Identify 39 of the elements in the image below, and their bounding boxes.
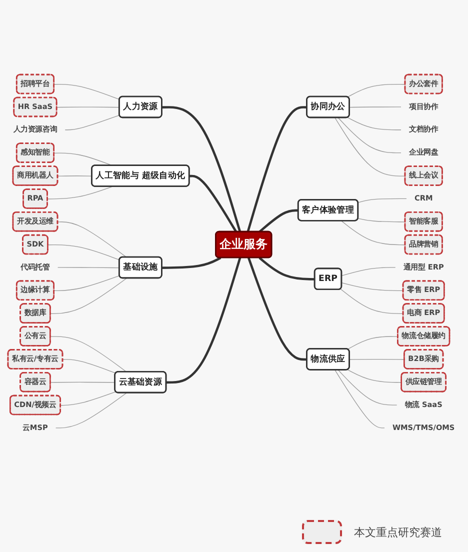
connector <box>341 282 404 292</box>
connector <box>56 106 120 108</box>
connector <box>50 382 116 383</box>
connector <box>248 257 308 361</box>
connector <box>50 278 127 314</box>
connector <box>48 244 120 260</box>
connector <box>341 220 406 246</box>
connector <box>349 358 405 360</box>
connector <box>189 174 238 232</box>
connector <box>55 392 127 428</box>
connector <box>258 209 298 233</box>
connector <box>358 218 406 222</box>
connector <box>340 288 404 314</box>
connector <box>166 258 242 384</box>
connector <box>358 198 407 203</box>
legend-label: 本文重点研究赛道 <box>354 524 442 540</box>
connector <box>47 186 113 200</box>
connector <box>54 84 120 100</box>
connector <box>347 369 402 383</box>
connector <box>64 114 120 130</box>
connector <box>334 370 385 428</box>
connector <box>341 267 396 276</box>
connector <box>347 336 398 350</box>
connector <box>162 256 222 269</box>
connector <box>60 391 116 406</box>
connector <box>349 106 402 108</box>
connector <box>334 117 406 176</box>
connector <box>338 370 398 406</box>
connector <box>57 267 120 268</box>
connector <box>347 84 406 98</box>
connector <box>258 256 315 280</box>
connector <box>50 336 127 372</box>
connector <box>162 106 242 232</box>
connector <box>57 222 127 258</box>
connector <box>246 106 308 232</box>
connector <box>62 359 116 374</box>
connector <box>54 275 120 292</box>
connector <box>347 117 402 130</box>
connector <box>338 117 402 154</box>
